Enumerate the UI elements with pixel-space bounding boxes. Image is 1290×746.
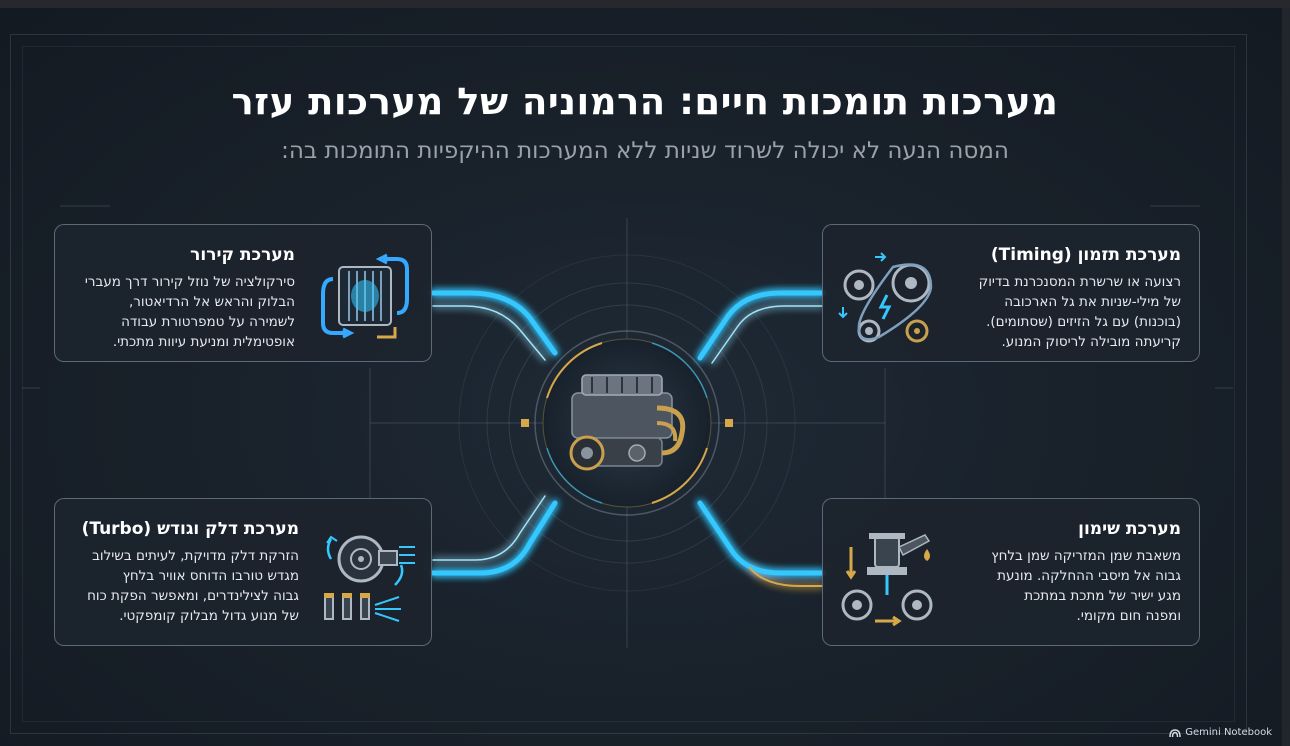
- notebook-logo-icon: [1169, 728, 1181, 737]
- card-line: סירקולציה של נוזל קירור דרך מעברי: [84, 274, 295, 290]
- card-line: הזרקת דלק מדויקת, לעיתים בשילוב: [92, 548, 299, 564]
- card-fuel-title: מערכת דלק וגודש (Turbo): [81, 519, 299, 539]
- engine-icon: [569, 374, 686, 471]
- outer-frame: [10, 34, 1247, 734]
- timing-belt-icon: [838, 252, 933, 343]
- oil-pump-icon: [841, 533, 933, 627]
- card-line: של מילי-שניות את גל הארכובה: [1004, 294, 1181, 310]
- card-timing-description: רצועה או שרשרת המסנכרנת בדיוק של מילי-שנ…: [951, 272, 1181, 352]
- inner-frame: [22, 46, 1235, 722]
- card-oil-description: משאבת שמן המזריקה שמן בלחץ גבוה אל מיסבי…: [951, 546, 1181, 626]
- card-line: מגע ישיר של מתכת במתכת: [1024, 588, 1181, 604]
- connector-diagram: [22, 205, 1233, 648]
- brand-badge: Gemini Notebook: [1169, 727, 1272, 738]
- turbo-injector-icon: [324, 535, 415, 622]
- pipe-cooling: [430, 290, 558, 356]
- card-oil: מערכת שימון משאבת שמן המזריקה שמן בלחץ ג…: [822, 498, 1200, 646]
- card-cooling: מערכת קירור סירקולציה של נוזל קירור דרך …: [54, 224, 432, 362]
- card-line: (בוכנות) עם גל הזיזים (שסתומים).: [986, 314, 1181, 330]
- window-top-edge: [0, 0, 1290, 8]
- card-line: של מנוע גדול מבלוק קומפקטי.: [119, 608, 299, 624]
- glow-pipes: [430, 290, 826, 587]
- card-line: משאבת שמן המזריקה שמן בלחץ: [991, 548, 1181, 564]
- card-line: רצועה או שרשרת המסנכרנת בדיוק: [978, 274, 1181, 290]
- card-cooling-title: מערכת קירור: [190, 245, 295, 265]
- card-line: ומפנה חום מקומי.: [1076, 608, 1181, 624]
- card-line: אופטימלית ומניעת עיוות מתכתי.: [112, 334, 295, 350]
- page-title: מערכות תומכות חיים: הרמוניה של מערכות עז…: [231, 80, 1059, 123]
- card-timing-title: מערכת תזמון (Timing): [990, 245, 1181, 265]
- card-oil-title: מערכת שימון: [1078, 519, 1181, 539]
- window-right-edge: [1282, 8, 1290, 746]
- card-line: מגדש טורבו הדוחס אוויר בלחץ: [122, 568, 299, 584]
- card-fuel-description: הזרקת דלק מדויקת, לעיתים בשילוב מגדש טור…: [67, 546, 299, 626]
- radiator-icon: [321, 253, 409, 339]
- card-timing: מערכת תזמון (Timing) רצועה או שרשרת המסנ…: [822, 224, 1200, 362]
- card-fuel-turbo: מערכת דלק וגודש (Turbo) הזרקת דלק מדויקת…: [54, 498, 432, 646]
- card-line: גבוה אל מיסבי ההחלקה. מונעת: [997, 568, 1181, 584]
- card-line: לשמירה על טמפרטורת עבודה: [121, 314, 295, 330]
- pipe-timing: [697, 290, 826, 361]
- card-line: הבלוק והראש אל הרדיאטור,: [128, 294, 295, 310]
- brand-label: Gemini Notebook: [1185, 727, 1272, 738]
- infographic-slide: מערכות תומכות חיים: הרמוניה של מערכות עז…: [0, 8, 1290, 746]
- pipe-oil: [697, 500, 826, 576]
- card-line: קריעתה מובילה לריסוק המנוע.: [1001, 334, 1181, 350]
- card-cooling-description: סירקולציה של נוזל קירור דרך מעברי הבלוק …: [65, 272, 295, 352]
- pipe-fuel: [430, 500, 558, 576]
- card-line: גבוה לצילינדרים, ומאפשר הפקת כוח: [87, 588, 299, 604]
- page-subtitle: המסה הנעה לא יכולה לשרוד שניות ללא המערכ…: [281, 138, 1009, 164]
